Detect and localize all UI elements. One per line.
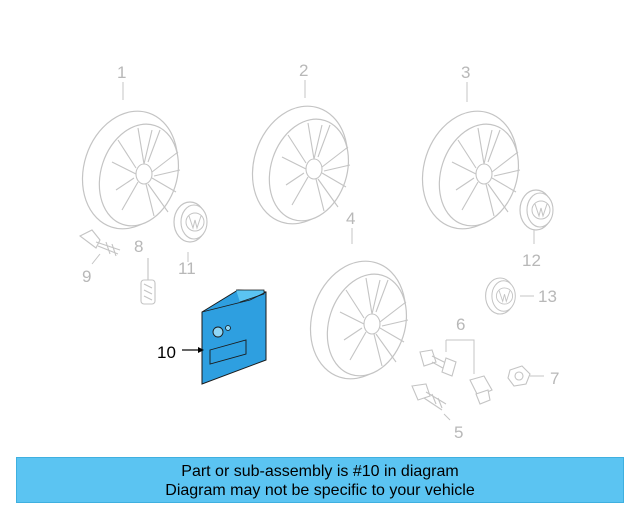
callout-7: 7 xyxy=(550,369,559,388)
callout-2: 2 xyxy=(299,61,308,80)
banner-line-2: Diagram may not be specific to your vehi… xyxy=(165,482,475,499)
bolt-6a-icon[interactable] xyxy=(419,349,457,377)
wheel-4-icon[interactable] xyxy=(295,248,421,392)
callout-3: 3 xyxy=(461,63,470,82)
center-cap-13-icon[interactable] xyxy=(485,277,516,315)
bolt-5-icon[interactable] xyxy=(411,383,447,411)
callout-6: 6 xyxy=(456,315,465,334)
arrow-10-icon xyxy=(198,347,204,353)
callout-11: 11 xyxy=(178,259,196,278)
info-banner: Part or sub-assembly is #10 in diagram D… xyxy=(16,457,624,503)
callout-13: 13 xyxy=(538,287,557,306)
center-cap-12-icon[interactable] xyxy=(519,189,554,231)
wheel-2-icon[interactable] xyxy=(237,93,363,237)
callout-10: 10 xyxy=(157,343,176,362)
callout-9: 9 xyxy=(82,267,91,286)
parts-diagram: 1 2 3 4 5 6 7 8 9 10 11 12 13 xyxy=(67,61,559,442)
center-cap-11-icon[interactable] xyxy=(173,201,208,243)
part-10-label-icon[interactable] xyxy=(201,289,267,385)
banner-line-1: Part or sub-assembly is #10 in diagram xyxy=(181,463,459,480)
callout-1: 1 xyxy=(117,63,126,82)
callout-12: 12 xyxy=(522,251,541,270)
bolt-6b-icon[interactable] xyxy=(469,375,493,405)
leader-lines xyxy=(91,80,544,421)
wheel-3-icon[interactable] xyxy=(407,98,533,242)
valve-stem-9-icon[interactable] xyxy=(78,229,121,257)
nut-7-icon[interactable] xyxy=(507,365,531,387)
callout-5: 5 xyxy=(454,423,463,442)
valve-8-icon[interactable] xyxy=(140,258,156,305)
callout-8: 8 xyxy=(134,237,143,256)
callout-4: 4 xyxy=(346,209,355,228)
